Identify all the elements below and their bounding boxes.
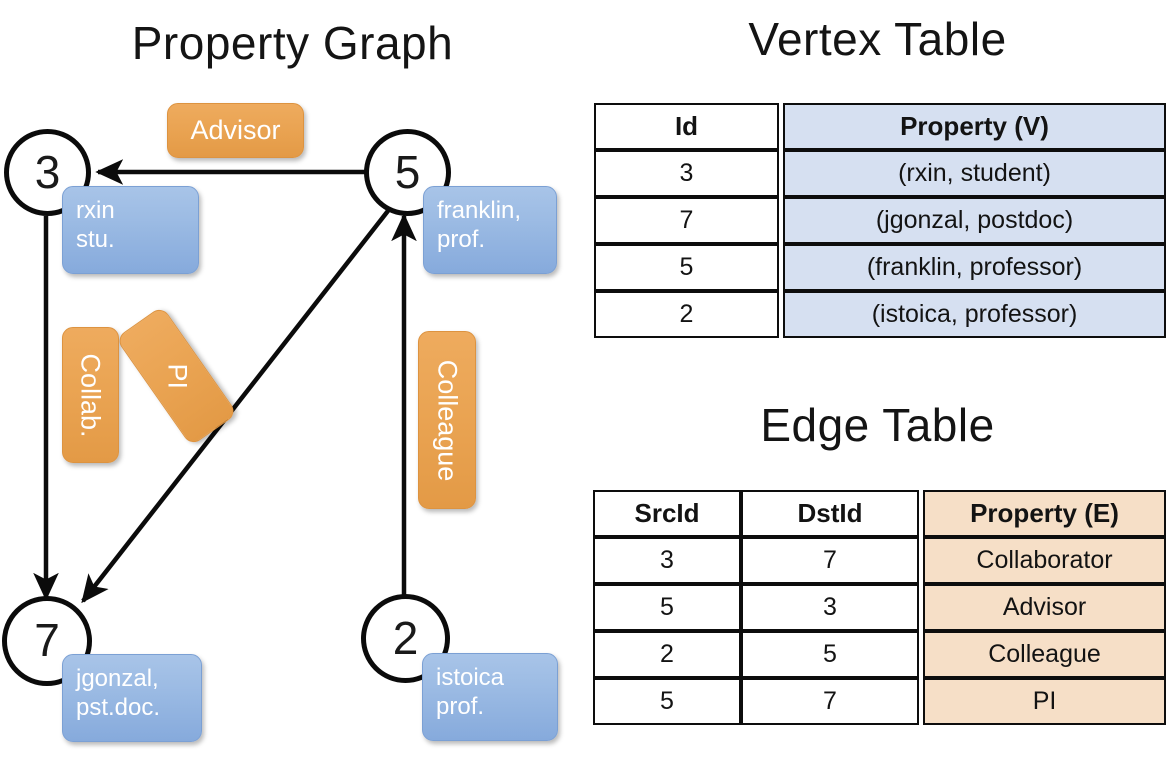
edge-row-1-property: Advisor bbox=[923, 584, 1166, 631]
graph-node-3-property-line1: rxin bbox=[76, 197, 115, 224]
graph-node-5-property-box: franklin, prof. bbox=[423, 186, 557, 274]
page-title-property-graph: Property Graph bbox=[131, 17, 454, 69]
edge-label-collab-text: Collab. bbox=[76, 352, 107, 438]
edge-row-2-property: Colleague bbox=[923, 631, 1166, 678]
graph-node-7-property-line2: pst.doc. bbox=[76, 694, 161, 722]
graph-node-5-label: 5 bbox=[394, 145, 421, 198]
graph-edges-svg bbox=[33, 159, 417, 604]
vertex-row-1-id: 7 bbox=[594, 197, 779, 244]
vertex-row-0-id: 3 bbox=[594, 150, 779, 197]
graph-node-7-label: 7 bbox=[34, 614, 60, 666]
edge-table-header-dstid: DstId bbox=[741, 490, 919, 537]
vertex-table-header-property: Property (V) bbox=[783, 103, 1166, 150]
edge-row-0-dst: 7 bbox=[741, 537, 919, 584]
edge-row-3-dst: 7 bbox=[741, 678, 919, 725]
edge-row-0-property: Collaborator bbox=[923, 537, 1166, 584]
edge-label-advisor: Advisor bbox=[167, 103, 304, 158]
table-row: 2 5 Colleague bbox=[593, 631, 1166, 678]
edge-row-1-src: 5 bbox=[593, 584, 741, 631]
edge-table-header-row: SrcId DstId Property (E) bbox=[593, 490, 1166, 537]
page-title-edge-table: Edge Table bbox=[760, 399, 995, 451]
vertex-row-2-id: 5 bbox=[594, 244, 779, 291]
table-row: 5 3 Advisor bbox=[593, 584, 1166, 631]
edge-label-collab: Collab. bbox=[62, 327, 119, 463]
table-row: 3 7 Collaborator bbox=[593, 537, 1166, 584]
edge-label-advisor-text: Advisor bbox=[190, 115, 281, 145]
vertex-table-header-id: Id bbox=[594, 103, 779, 150]
edge-label-colleague-text: Colleague bbox=[432, 359, 463, 481]
edge-table-header-srcid: SrcId bbox=[593, 490, 741, 537]
graph-node-3-property-box: rxin stu. bbox=[62, 186, 199, 274]
graph-node-2-label: 2 bbox=[392, 611, 419, 664]
vertex-row-1-property: (jgonzal, postdoc) bbox=[783, 197, 1166, 244]
vertex-row-0-property: (rxin, student) bbox=[783, 150, 1166, 197]
graph-node-3-label: 3 bbox=[34, 145, 61, 198]
graph-node-7-property-box: jgonzal, pst.doc. bbox=[62, 654, 202, 742]
vertex-table: Id Property (V) 3 (rxin, student) 7 (jgo… bbox=[594, 103, 1166, 338]
edge-label-pi-text: PI bbox=[161, 363, 192, 389]
edge-row-1-dst: 3 bbox=[741, 584, 919, 631]
vertex-row-3-id: 2 bbox=[594, 291, 779, 338]
edge-row-3-src: 5 bbox=[593, 678, 741, 725]
table-row: 7 (jgonzal, postdoc) bbox=[594, 197, 1166, 244]
graph-node-2-property-box: istoica prof. bbox=[422, 653, 558, 741]
edge-row-2-dst: 5 bbox=[741, 631, 919, 678]
graph-node-5-property-line2: prof. bbox=[437, 226, 486, 254]
property-graph-diagram: 3 rxin stu. 5 franklin, prof. 7 jgonzal,… bbox=[2, 103, 558, 742]
edge-table-header-property: Property (E) bbox=[923, 490, 1166, 537]
edge-row-0-src: 3 bbox=[593, 537, 741, 584]
vertex-table-header-row: Id Property (V) bbox=[594, 103, 1166, 150]
graph-node-5-property-line1: franklin, bbox=[437, 197, 522, 224]
vertex-row-3-property: (istoica, professor) bbox=[783, 291, 1166, 338]
edge-label-colleague: Colleague bbox=[418, 331, 476, 509]
edge-row-2-src: 2 bbox=[593, 631, 741, 678]
page-title-vertex-table: Vertex Table bbox=[748, 13, 1007, 65]
graph-node-2[interactable]: 2 bbox=[361, 594, 450, 683]
graph-node-2-property-line1: istoica bbox=[436, 664, 505, 691]
graph-node-3-property-line2: stu. bbox=[76, 226, 115, 254]
graph-node-7-property-line1: jgonzal, bbox=[76, 665, 159, 692]
graph-node-2-property-line2: prof. bbox=[436, 693, 485, 721]
edge-table: SrcId DstId Property (E) 3 7 Collaborato… bbox=[593, 490, 1166, 725]
table-row: 5 (franklin, professor) bbox=[594, 244, 1166, 291]
edge-5-to-7-pi bbox=[81, 205, 393, 604]
table-row: 3 (rxin, student) bbox=[594, 150, 1166, 197]
table-row: 5 7 PI bbox=[593, 678, 1166, 725]
table-row: 2 (istoica, professor) bbox=[594, 291, 1166, 338]
vertex-row-2-property: (franklin, professor) bbox=[783, 244, 1166, 291]
edge-row-3-property: PI bbox=[923, 678, 1166, 725]
